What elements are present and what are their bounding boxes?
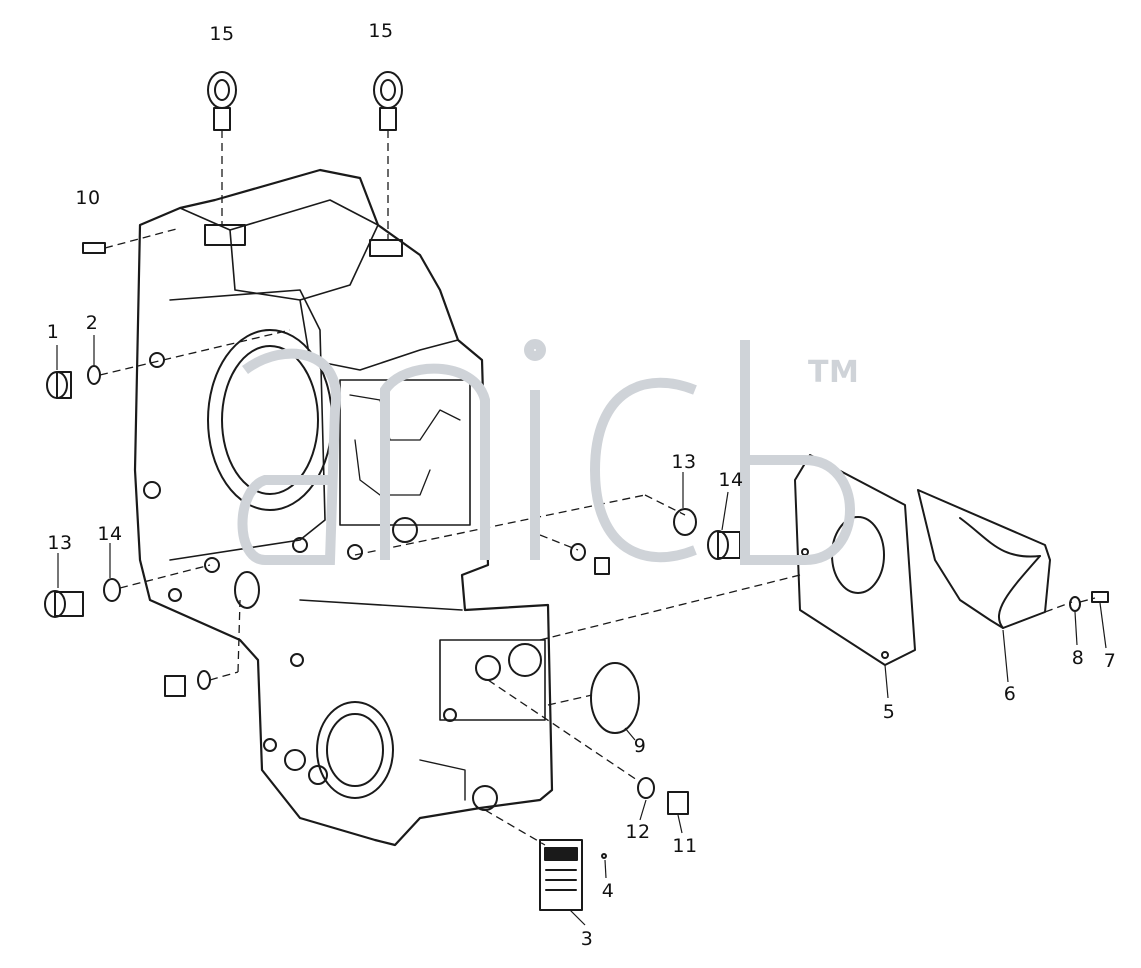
callout-2: 2 — [85, 312, 99, 334]
callout-6: 6 — [1003, 683, 1017, 705]
leader-lines — [56, 335, 1107, 926]
callout-5: 5 — [882, 701, 896, 723]
callout-8: 8 — [1071, 647, 1085, 669]
callout-10: 10 — [75, 187, 101, 209]
o-ring-14-left — [103, 578, 121, 602]
callout-15-right: 15 — [368, 20, 394, 42]
shield-6 — [917, 489, 1051, 629]
callout-15-left: 15 — [209, 23, 235, 45]
callout-14-left: 14 — [97, 523, 123, 545]
callout-11: 11 — [672, 835, 698, 857]
assembly-lines — [99, 130, 1096, 846]
callout-4: 4 — [601, 880, 615, 902]
small-ring-and-plug — [570, 543, 610, 575]
lower-plug-and-ring — [164, 670, 211, 697]
transmission-housing — [133, 168, 554, 847]
plug-13-left — [44, 590, 84, 618]
trademark-mark: TM — [808, 355, 860, 390]
cap-9 — [590, 662, 640, 734]
callout-13-right: 13 — [671, 451, 697, 473]
washer-8 — [1069, 596, 1081, 612]
o-ring-2 — [87, 365, 101, 385]
nameplate-3 — [539, 839, 583, 911]
o-ring-12 — [637, 777, 655, 799]
plug-1 — [46, 371, 72, 399]
eye-bolt-15-right — [373, 71, 403, 131]
callout-14-right: 14 — [718, 469, 744, 491]
callout-3: 3 — [580, 928, 594, 950]
eye-bolt-15-left — [207, 71, 237, 131]
watermark-logo — [237, 339, 855, 565]
bolt-7 — [1091, 591, 1109, 603]
callout-1: 1 — [46, 321, 60, 343]
rivet-4 — [601, 853, 607, 859]
callout-9: 9 — [633, 735, 647, 757]
callout-12: 12 — [625, 821, 651, 843]
o-ring-13-right — [673, 508, 697, 536]
screw-10 — [82, 242, 106, 254]
plug-11 — [667, 791, 689, 815]
callout-13-left: 13 — [47, 532, 73, 554]
callout-7: 7 — [1103, 650, 1117, 672]
